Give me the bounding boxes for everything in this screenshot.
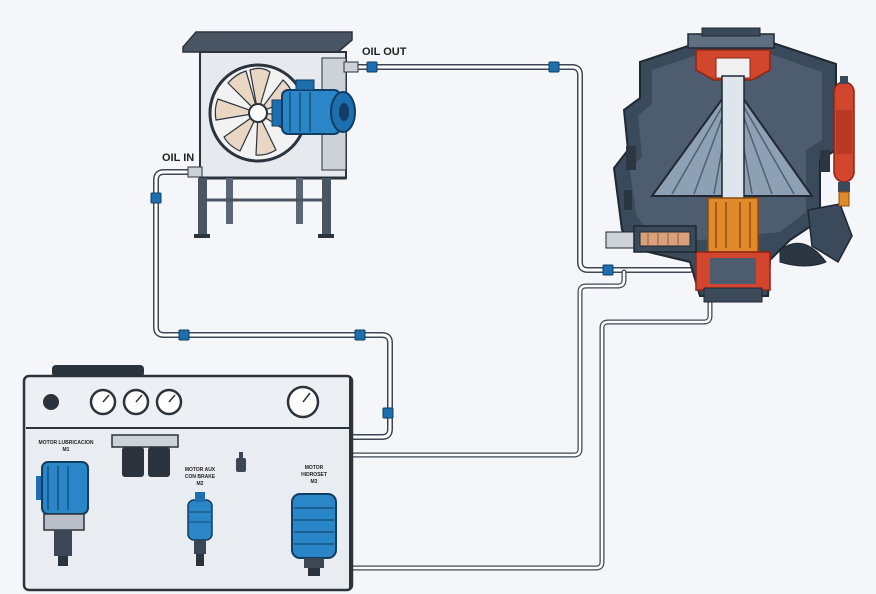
label-oil-in: OIL IN <box>162 152 195 164</box>
label-motor-lubrication: MOTOR LUBRICACION M1 <box>36 440 96 454</box>
motor-third-line2: HIDROSET <box>301 472 327 478</box>
fitting <box>602 264 614 276</box>
cone-crusher <box>605 27 855 303</box>
fitting <box>354 329 366 341</box>
pressure-gauge-icon <box>122 388 150 416</box>
pressure-gauge-icon <box>155 388 183 416</box>
unit-lid-handle <box>52 365 144 377</box>
fan-icon <box>208 63 308 163</box>
motor-third <box>291 493 337 576</box>
hydraulic-unit <box>22 365 354 592</box>
motor-aux <box>187 492 213 566</box>
cooler-fan-motor <box>271 79 356 135</box>
label-motor-third: MOTOR HIDROSET M3 <box>294 465 334 486</box>
motor-aux-line2: CON BRAKE <box>184 474 216 480</box>
label-motor-aux: MOTOR AUX CON BRAKE M2 <box>180 467 220 488</box>
fitting <box>548 61 560 73</box>
fitting <box>366 61 378 73</box>
pipe-return-2 <box>347 297 713 571</box>
indicator-light <box>43 394 59 410</box>
pipe-fittings <box>94 61 614 471</box>
motor-aux-id: M2 <box>196 481 204 487</box>
motor-aux-name: MOTOR AUX <box>184 467 216 473</box>
oil-filter <box>111 434 179 477</box>
fitting <box>150 192 162 204</box>
accumulator-icon <box>833 76 855 207</box>
cooler-roof <box>182 31 353 53</box>
motor-third-id: M3 <box>310 479 318 485</box>
pipe-oil-out <box>352 64 693 273</box>
crusher-pinion-shaft <box>605 225 697 253</box>
fitting <box>178 329 190 341</box>
pressure-gauge-icon <box>89 388 117 416</box>
motor-third-name: MOTOR <box>304 465 324 471</box>
label-oil-out: OIL OUT <box>362 46 407 58</box>
motor-lubrication-id: M1 <box>62 447 70 453</box>
fitting <box>382 407 394 419</box>
pipe-oil-in <box>153 169 393 440</box>
pressure-gauge-icon <box>286 385 320 419</box>
oil-cooler <box>182 31 359 238</box>
cooler-leg <box>198 178 207 238</box>
motor-lubrication-name: MOTOR LUBRICACION <box>38 440 94 446</box>
level-sensor <box>236 458 246 472</box>
cooler-leg <box>322 178 331 238</box>
motor-lubrication <box>36 461 89 566</box>
pipe-return-1 <box>347 269 627 458</box>
